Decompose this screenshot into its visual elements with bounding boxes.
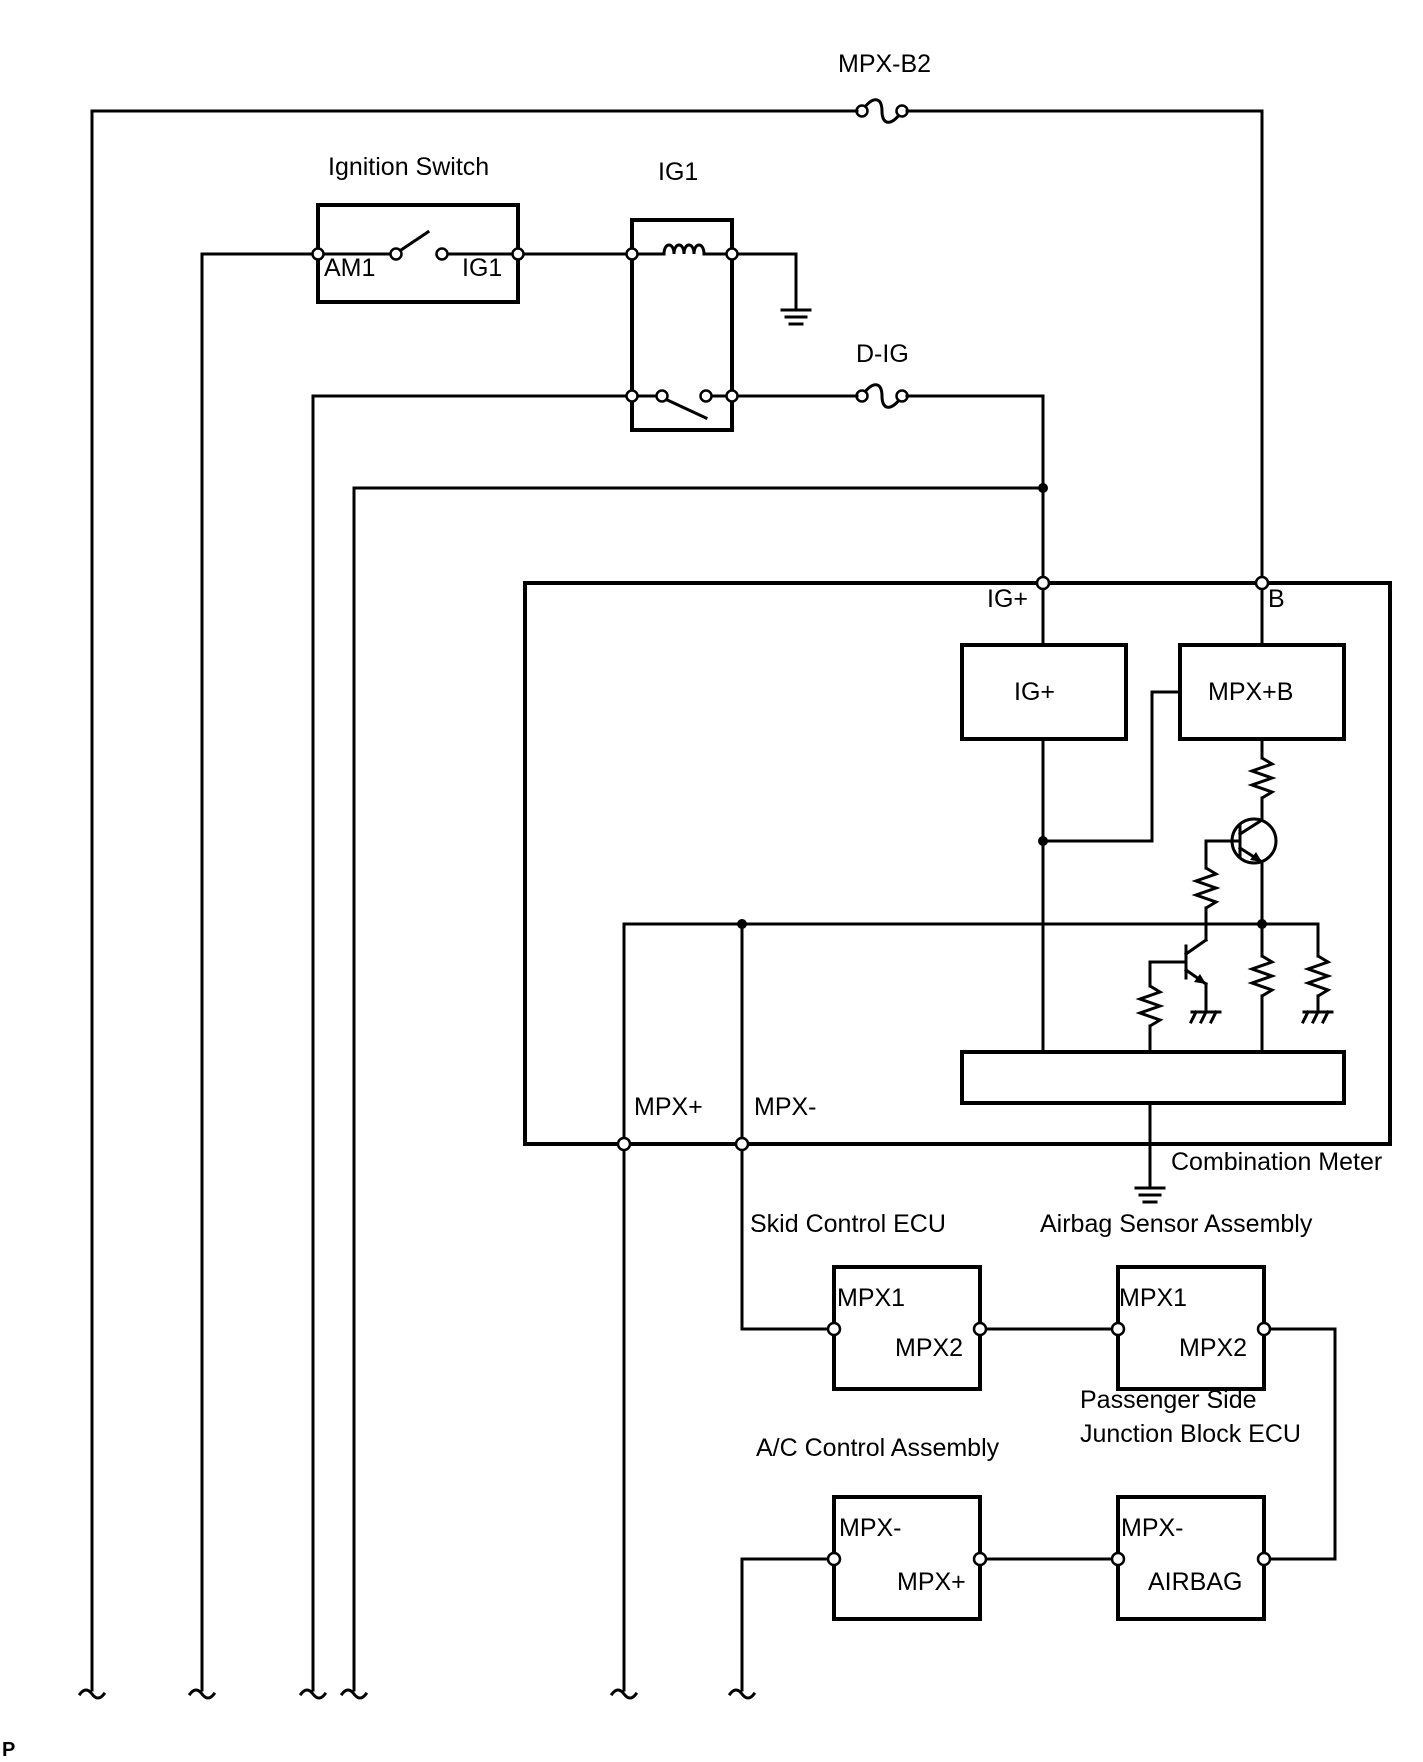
wire-npn-base-res — [1148, 960, 1188, 988]
wire-igplus-to-mpxb — [1041, 690, 1182, 843]
block-mpx-plus-b — [1178, 643, 1346, 741]
label-am1: AM1 — [324, 254, 375, 282]
block-logic-bar — [960, 1050, 1346, 1105]
transistor-npn — [1183, 937, 1209, 998]
transistor-pnp — [1230, 817, 1278, 865]
resistor — [1303, 954, 1333, 998]
fuse-d-ig — [852, 383, 912, 409]
break-mark — [298, 1688, 328, 1700]
terminal-b — [1254, 575, 1270, 591]
label-airbag-mpx2: MPX2 — [1179, 1334, 1247, 1362]
label-terminal-mpx-plus: MPX+ — [634, 1093, 703, 1121]
resistor — [1135, 984, 1165, 1028]
wires — [90, 109, 1337, 1692]
wire-pnp-base — [1204, 839, 1242, 870]
block-ig-plus — [960, 643, 1128, 741]
break-mark — [609, 1688, 639, 1700]
airbag-sensor-assembly — [1110, 1265, 1272, 1391]
ig1-relay — [625, 218, 739, 432]
ground-symbol — [780, 308, 812, 326]
label-airbag-sensor: Airbag Sensor Assembly — [1040, 1210, 1313, 1238]
wire-ac-out — [740, 1557, 836, 1692]
label-block-mpx-plus-b: MPX+B — [1208, 678, 1293, 706]
label-terminal-mpx-minus: MPX- — [754, 1093, 817, 1121]
ignition-switch — [311, 203, 525, 304]
wire-mpx-b2 — [90, 109, 856, 1692]
wire-am1 — [200, 252, 320, 1692]
label-ac-mpx-minus: MPX- — [839, 1514, 902, 1542]
wire-coil-ground — [730, 252, 798, 310]
label-terminal-b: B — [1268, 585, 1285, 613]
label-block-ig-plus: IG+ — [1014, 678, 1055, 706]
label-jb-mpx-minus: MPX- — [1121, 1514, 1184, 1542]
wire-branch-ig — [352, 486, 1045, 1692]
label-combination-meter: Combination Meter — [1171, 1148, 1382, 1176]
relay-coil — [632, 243, 732, 256]
wire-break-marks — [77, 1688, 757, 1700]
wire-airbag-to-jb — [1262, 1327, 1337, 1561]
wire-mpx-bus — [622, 922, 1320, 1146]
wire-relay-contact-in — [311, 394, 634, 1692]
break-mark — [187, 1688, 217, 1700]
label-jb-airbag: AIRBAG — [1148, 1568, 1242, 1596]
terminal-ig-plus — [1035, 575, 1051, 591]
label-ig1-relay: IG1 — [658, 158, 698, 186]
junction-dot — [1038, 836, 1048, 846]
label-airbag-mpx1: MPX1 — [1119, 1284, 1187, 1312]
junction-dot — [1038, 483, 1048, 493]
labels: MPX-B2 Ignition Switch AM1 IG1 IG1 D-IG … — [2, 50, 1382, 1761]
label-skid-mpx2: MPX2 — [895, 1334, 963, 1362]
label-fuse-mpx-b2: MPX-B2 — [838, 50, 931, 78]
wire-mpx-b2-right — [908, 109, 1264, 585]
label-junction-block-line2: Junction Block ECU — [1080, 1420, 1301, 1448]
junction-dots — [737, 483, 1267, 929]
label-terminal-ig-plus: IG+ — [987, 585, 1028, 613]
label-ac-mpx-plus: MPX+ — [897, 1568, 966, 1596]
chassis-ground-symbol — [1188, 1009, 1222, 1025]
resistor — [1191, 866, 1221, 910]
label-ac-control: A/C Control Assembly — [756, 1434, 1000, 1462]
combination-meter — [523, 575, 1392, 1152]
ground-symbol — [1134, 1186, 1166, 1204]
skid-control-ecu — [826, 1265, 988, 1391]
resistor — [1247, 954, 1277, 998]
label-skid-mpx1: MPX1 — [837, 1284, 905, 1312]
wire-dig-to-igplus — [908, 394, 1045, 585]
label-ignition-switch: Ignition Switch — [328, 153, 489, 181]
ac-control-assembly — [826, 1495, 988, 1621]
break-mark — [339, 1688, 369, 1700]
fuse-mpx-b2 — [852, 98, 912, 124]
terminal-mpx-plus — [616, 1136, 632, 1152]
junction-dot — [737, 919, 747, 929]
resistor — [1247, 756, 1277, 800]
terminal-mpx-minus — [734, 1136, 750, 1152]
junction-dot — [1257, 919, 1267, 929]
corner-label: P — [2, 1739, 15, 1761]
passenger-junction-block-ecu — [1110, 1495, 1272, 1621]
break-mark — [727, 1688, 757, 1700]
break-mark — [77, 1688, 107, 1700]
label-skid-control-ecu: Skid Control ECU — [750, 1210, 946, 1238]
label-fuse-d-ig: D-IG — [856, 340, 909, 368]
wire-mpx-minus-ext — [740, 922, 836, 1331]
label-junction-block-line1: Passenger Side — [1080, 1386, 1257, 1414]
label-ig1-switch: IG1 — [462, 254, 502, 282]
chassis-ground-symbol — [1300, 1009, 1334, 1025]
